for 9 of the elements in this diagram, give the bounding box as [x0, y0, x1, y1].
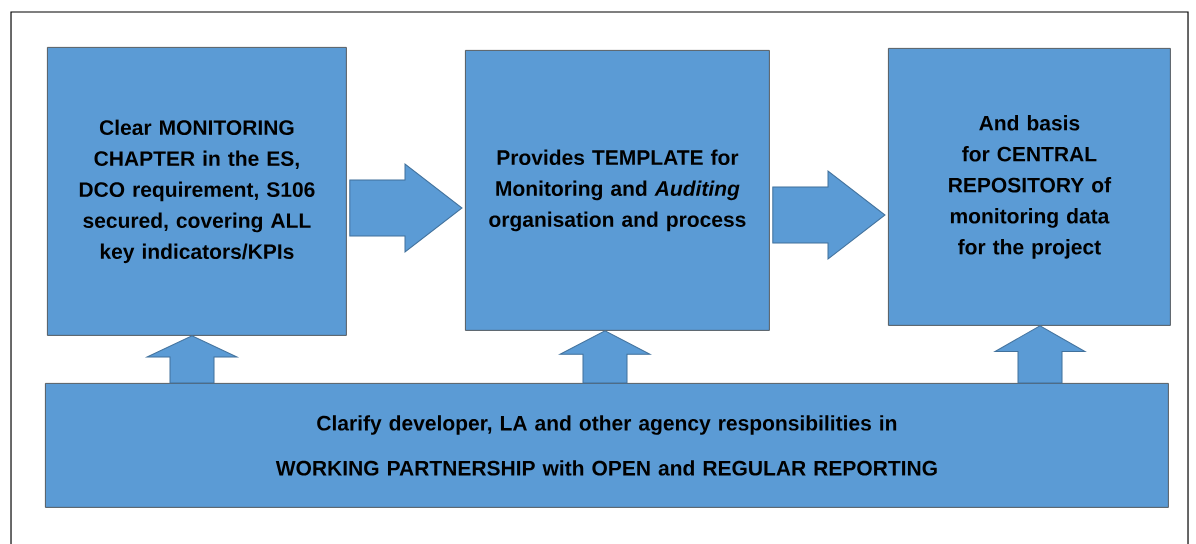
block-arrow	[559, 330, 651, 384]
block-arrow	[146, 335, 238, 384]
text-box: Provides TEMPLATE for Monitoring and Auditing organisation and process	[465, 50, 770, 331]
block-arrow	[772, 170, 886, 260]
block-arrow	[994, 325, 1086, 384]
text-box: And basis for CENTRAL REPOSITORY of monitoring data for the project	[888, 48, 1171, 326]
text-box: Clarify developer, LA and other agency responsibilities in WORKING PARTNERSHIP with OPEN and REGULAR REPORTING	[45, 383, 1169, 508]
text-box: Clear MONITORING CHAPTER in the ES, DCO requirement, S106 secured, covering ALL key indicators/KPIs	[47, 47, 347, 336]
block-arrow	[349, 163, 463, 253]
